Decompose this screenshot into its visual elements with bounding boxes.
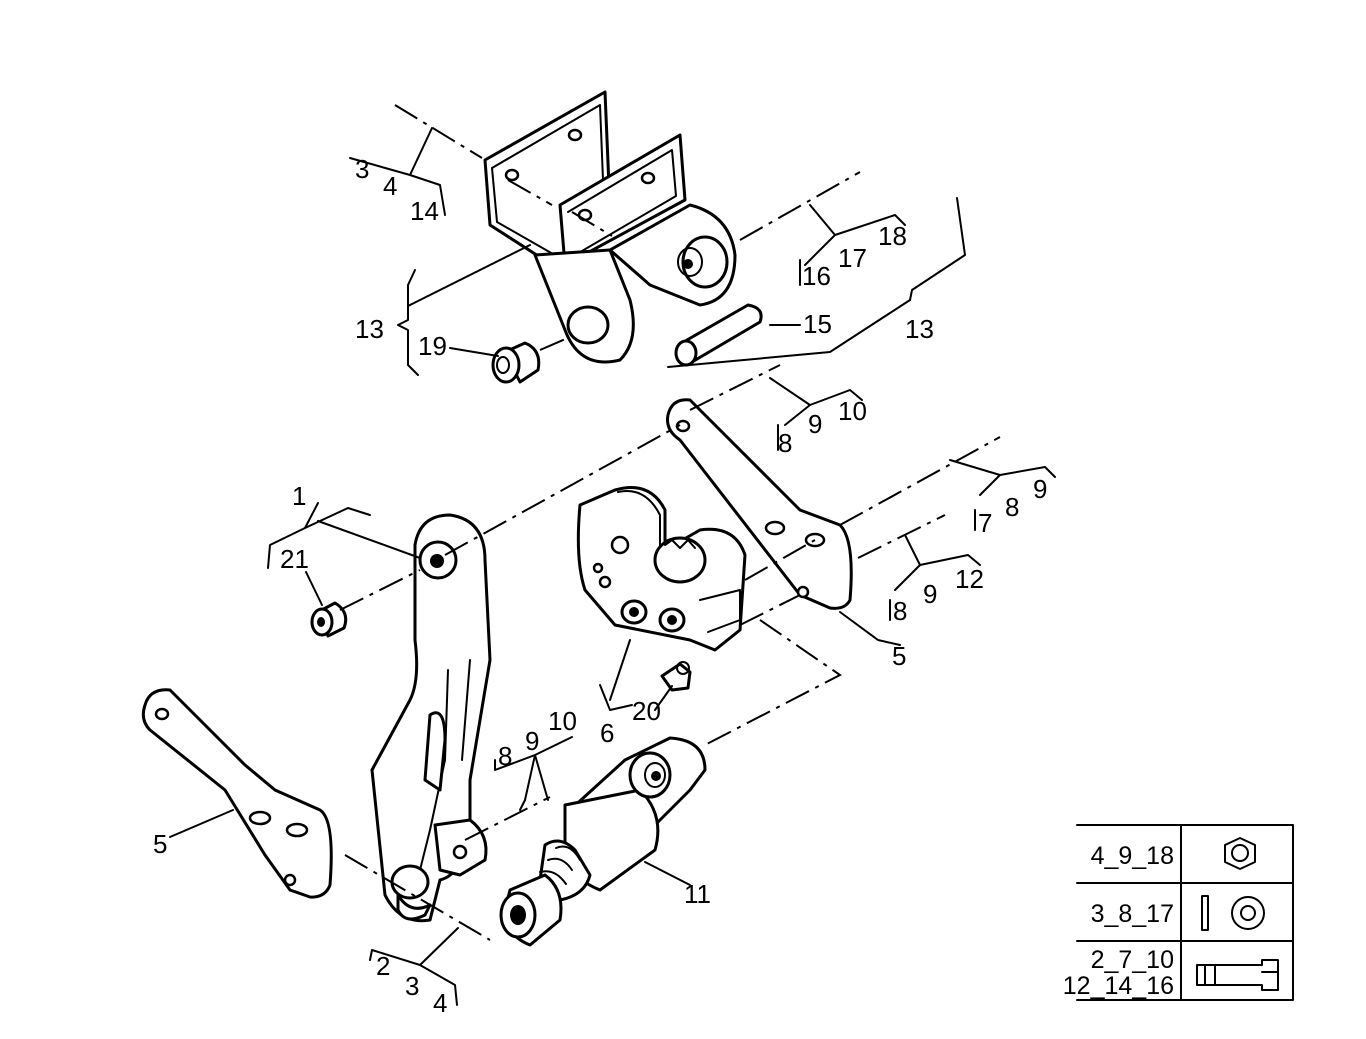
callout-20: 20 <box>632 696 661 726</box>
grease-fitting-20 <box>660 661 692 692</box>
key-bolt-numbers-line1: 2_7_10 <box>1091 946 1174 974</box>
callout-15: 15 <box>803 309 832 339</box>
key-nut-numbers: 4_9_18 <box>1091 842 1174 870</box>
callout-3-bottom: 3 <box>405 971 419 1001</box>
callout-10-a: 10 <box>838 396 867 426</box>
callout-3-top: 3 <box>355 154 369 184</box>
callout-1: 1 <box>292 481 306 511</box>
lever-arm <box>370 513 492 923</box>
callout-4-top: 4 <box>383 171 397 201</box>
callout-10-d: 10 <box>548 706 577 736</box>
callout-9-b: 9 <box>1033 474 1047 504</box>
pin-15 <box>674 303 763 367</box>
callouts: 3 4 14 16 17 18 13 19 15 13 8 9 10 7 8 9… <box>153 154 1047 1018</box>
callout-21: 21 <box>280 544 309 574</box>
callout-8-c: 8 <box>893 596 907 626</box>
callout-11: 11 <box>684 879 711 909</box>
left-mounting-plate <box>141 688 333 899</box>
bush-21 <box>310 601 348 638</box>
callout-16: 16 <box>802 261 831 291</box>
callout-13-left: 13 <box>355 314 384 344</box>
callout-4-bottom: 4 <box>433 988 447 1018</box>
callout-9-a: 9 <box>808 409 822 439</box>
callout-6: 6 <box>600 718 614 748</box>
shock-absorber <box>499 736 707 947</box>
callout-19: 19 <box>418 331 447 361</box>
key-washer-numbers: 3_8_17 <box>1091 900 1174 928</box>
callout-14: 14 <box>410 196 439 226</box>
bush-19 <box>491 341 541 384</box>
callout-12: 12 <box>955 564 984 594</box>
callout-5-right: 5 <box>892 641 906 671</box>
key-bolt-numbers-line2: 12_14_16 <box>1063 972 1174 1000</box>
callout-8-a: 8 <box>778 428 792 458</box>
right-mounting-plate <box>666 398 853 610</box>
bolt-icon <box>1196 959 1279 991</box>
washer-icon <box>1201 895 1265 931</box>
callout-9-d: 9 <box>525 726 539 756</box>
nut-icon <box>1224 837 1256 870</box>
callout-7: 7 <box>978 508 992 538</box>
callout-8-d: 8 <box>498 741 512 771</box>
callout-5-left: 5 <box>153 829 167 859</box>
callout-17: 17 <box>838 243 867 273</box>
upper-mounting-bracket <box>483 90 737 364</box>
fastener-key-table: 4_9_18 3_8_17 2_7_10 12_14_16 <box>1063 824 1294 1001</box>
cab-lock-assembly <box>576 486 747 652</box>
callout-2: 2 <box>376 951 390 981</box>
label-brackets <box>169 127 1056 1006</box>
center-lines <box>339 104 1001 941</box>
callout-8-b: 8 <box>1005 492 1019 522</box>
callout-13-right: 13 <box>905 314 934 344</box>
callout-18: 18 <box>878 221 907 251</box>
callout-9-c: 9 <box>923 579 937 609</box>
